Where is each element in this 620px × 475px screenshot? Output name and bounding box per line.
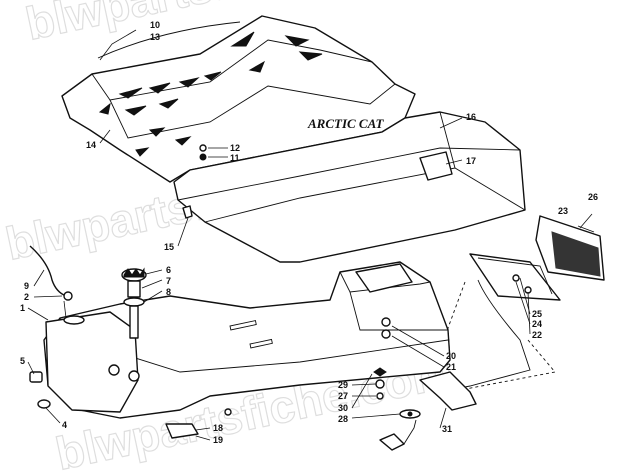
callout-23: 23 [558,206,568,216]
callout-labels: 10 13 14 12 11 15 16 17 26 23 6 7 8 9 2 … [20,20,598,445]
hood-body: ARCTIC CAT [173,111,526,263]
taillight-wire [439,279,531,393]
callout-31: 31 [442,424,452,434]
callout-7: 7 [166,276,171,286]
callout-14: 14 [86,140,96,150]
callout-13: 13 [150,32,160,42]
fuel-tank [45,311,139,413]
callout-16: 16 [466,112,476,122]
seat-strap [97,21,241,59]
callout-11: 11 [230,153,240,163]
callout-8: 8 [166,287,171,297]
callout-12: 12 [230,143,240,153]
callout-10: 10 [150,20,160,30]
console-box [355,263,413,293]
callout-17: 17 [466,156,476,166]
callout-27: 27 [338,391,348,401]
callout-22: 22 [532,330,542,340]
taillight-assembly [439,215,605,393]
callout-26: 26 [588,192,598,202]
brand-logo-text: ARCTIC CAT [307,116,385,131]
callout-9: 9 [24,281,29,291]
grill-insert [419,151,453,181]
callout-24: 24 [532,319,542,329]
callout-4: 4 [62,420,67,430]
callout-2: 2 [24,292,29,302]
seat [61,15,416,183]
callout-15: 15 [164,242,174,252]
callout-25: 25 [532,309,542,319]
callout-21: 21 [446,362,456,372]
callout-28: 28 [338,414,348,424]
callout-18: 18 [213,423,223,433]
hardware [29,144,595,451]
vent-hose [29,245,67,297]
callout-29: 29 [338,380,348,390]
callout-1: 1 [20,303,25,313]
callout-6: 6 [166,265,171,275]
tank-cap-boss [63,315,85,325]
leader-lines [27,29,593,441]
callout-20: 20 [446,351,456,361]
callout-19: 19 [213,435,223,445]
callout-30: 30 [338,403,348,413]
callout-5: 5 [20,356,25,366]
